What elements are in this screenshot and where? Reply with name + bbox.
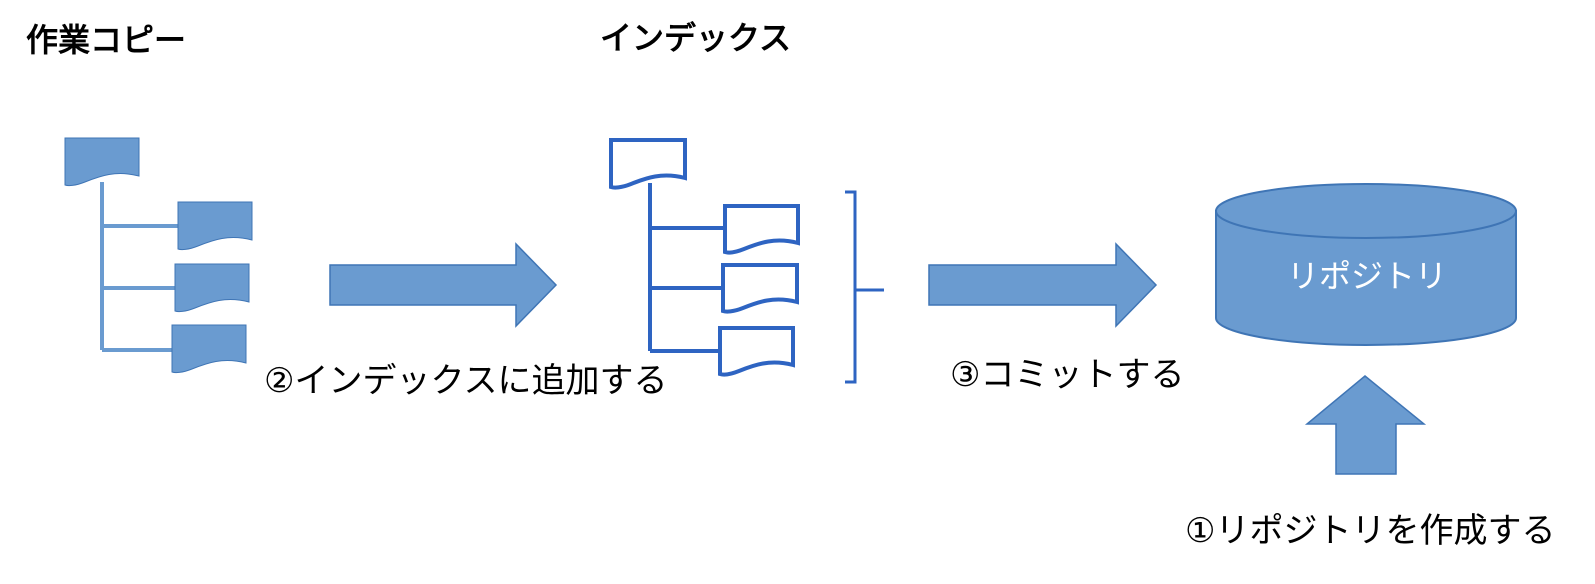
index-tree	[609, 138, 800, 377]
add-to-index-step-label: ②インデックスに追加する	[264, 361, 668, 401]
up-arrow-icon	[1304, 375, 1427, 475]
commit-step-label: ③コミットする	[950, 355, 1185, 395]
create-repository-step-label: ①リポジトリを作成する	[1185, 511, 1556, 551]
index-heading: インデックス	[600, 19, 792, 57]
right-arrow-icon	[329, 242, 558, 328]
root-document-icon	[64, 137, 140, 187]
working-copy-heading: 作業コピー	[26, 21, 187, 59]
cylinder-body	[1215, 210, 1517, 346]
repository-label: リポジトリ	[1287, 257, 1448, 295]
document-icon	[723, 204, 800, 255]
working-copy-tree	[64, 137, 253, 374]
document-icon	[171, 324, 247, 374]
right-arrow-icon	[928, 242, 1158, 328]
working-copy-tree-lines	[100, 182, 180, 352]
document-icon	[174, 263, 250, 313]
root-document-icon	[609, 138, 687, 190]
document-icon	[177, 201, 253, 251]
document-icon	[718, 326, 795, 377]
database-cylinder-icon	[1215, 183, 1517, 346]
document-icon	[721, 263, 799, 314]
bracket-icon	[845, 190, 884, 384]
cylinder-top	[1215, 183, 1517, 239]
